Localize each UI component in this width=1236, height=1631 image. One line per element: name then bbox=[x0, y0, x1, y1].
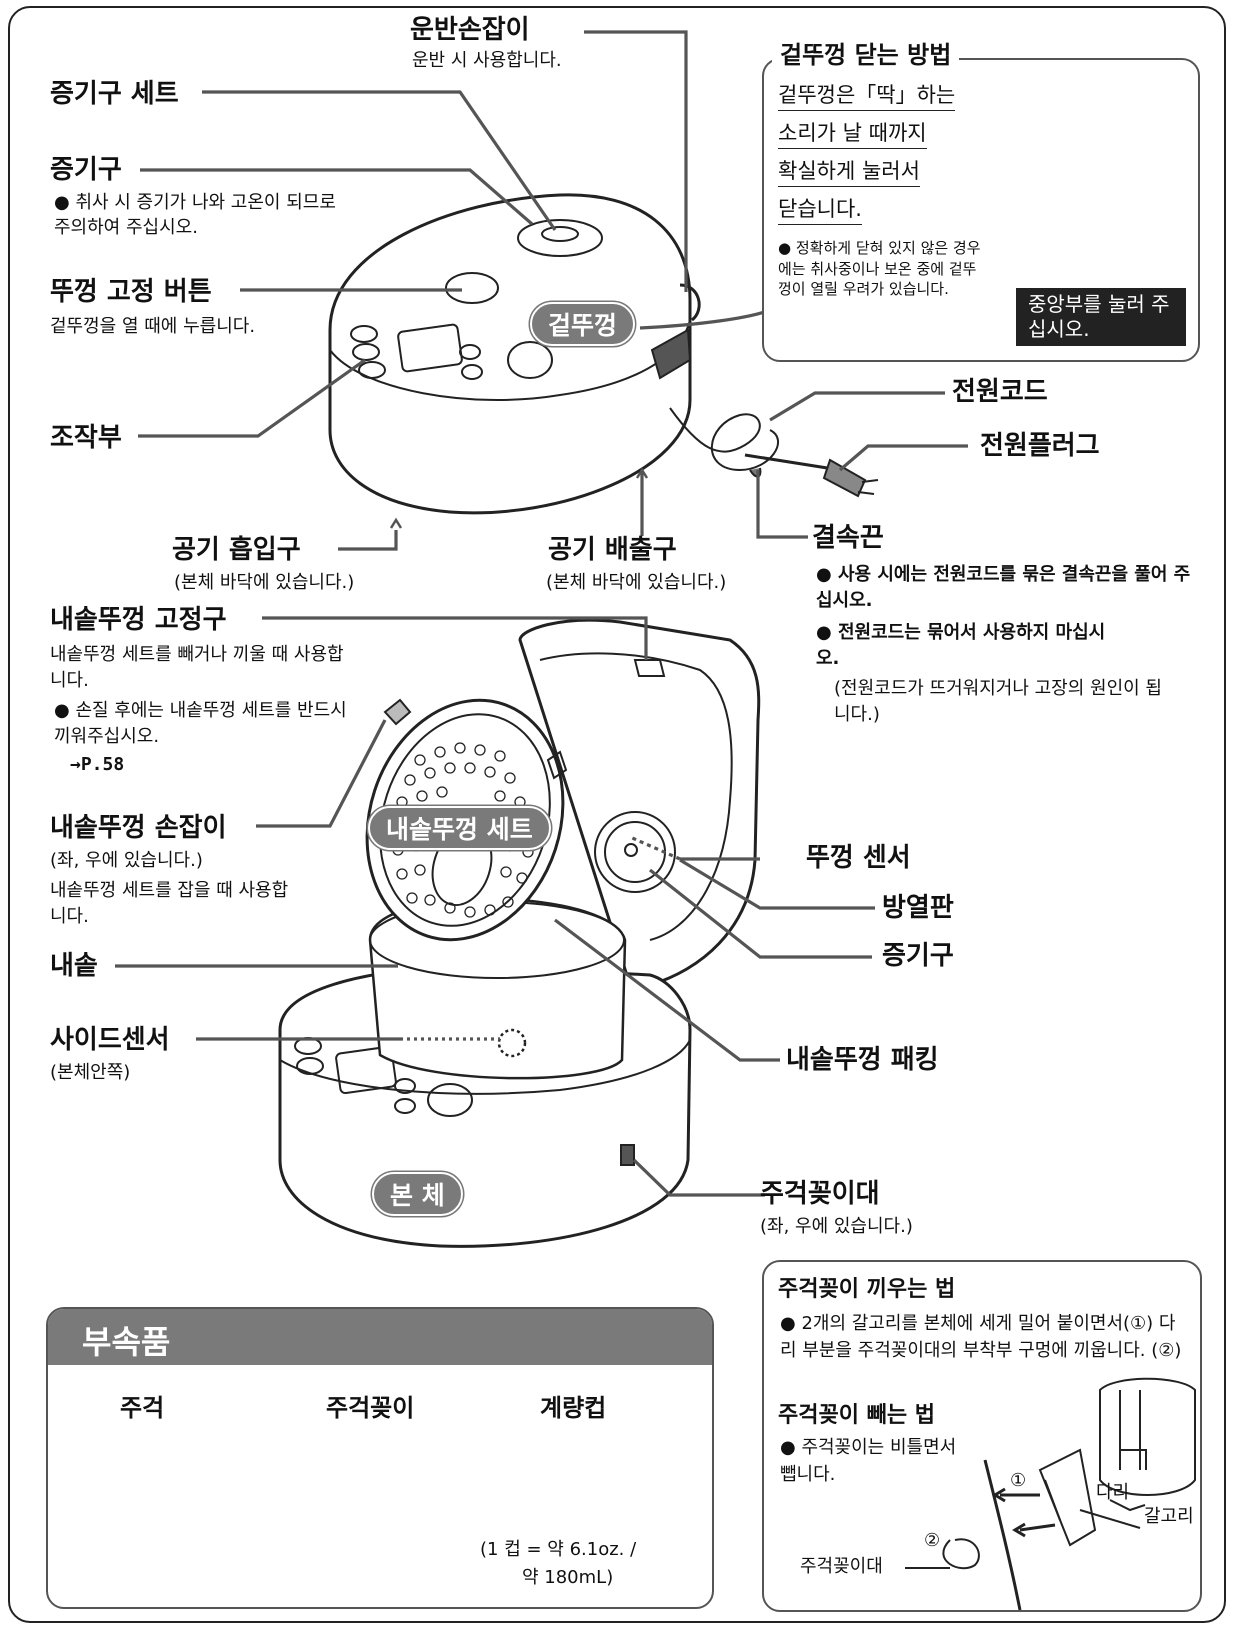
lid-release-desc: 겉뚜껑을 열 때에 누릅니다. bbox=[50, 316, 256, 337]
page-frame bbox=[8, 6, 1226, 1623]
tie-bullet-2: ● 전원코드는 묶어서 사용하지 마십시오. bbox=[816, 622, 1106, 670]
lid-sensor-title: 뚜껑 센서 bbox=[806, 843, 911, 873]
stand-label: 주걱꽂이대 bbox=[800, 1556, 883, 1577]
carry-handle-title: 운반손잡이 bbox=[410, 15, 530, 45]
open-cooker-illustration bbox=[278, 618, 761, 1248]
accessories-header: 부속품 bbox=[48, 1309, 712, 1365]
cup-note-2: 약 180mL) bbox=[522, 1567, 614, 1588]
press-center-note: 중앙부를 눌러 주십시오. bbox=[1016, 288, 1186, 346]
inner-pot-title: 내솥 bbox=[50, 951, 98, 981]
lid-release-title: 뚜껑 고정 버튼 bbox=[50, 277, 212, 307]
inner-lid-hook-ref: →P.58 bbox=[70, 754, 125, 775]
inner-lid-handle-desc1: (좌, 우에 있습니다.) bbox=[50, 850, 203, 871]
heat-plate-title: 방열판 bbox=[882, 893, 954, 923]
step-1-marker: ① bbox=[1010, 1470, 1027, 1491]
remove-bullet: ● 주걱꽂이는 비틀면서 뺍니다. bbox=[780, 1437, 957, 1485]
steam-vent-bullet: ● 취사 시 증기가 나와 고온이 되므로 주의하여 주십시오. bbox=[54, 192, 336, 239]
side-sensor-desc: (본체안쪽) bbox=[50, 1062, 131, 1083]
steam-vent-title: 증기구 bbox=[50, 155, 122, 185]
tie-note: (전원코드가 뜨거워지거나 고장의 원인이 됩니다.) bbox=[834, 678, 1162, 726]
close-lid-line-2: 소리가 날 때까지 bbox=[778, 120, 927, 150]
leg-label: 다리 bbox=[1096, 1482, 1130, 1503]
steam-vent-2-title: 증기구 bbox=[882, 941, 954, 971]
accessory-cup: 계량컵 bbox=[540, 1394, 607, 1422]
paddle-holder-stand-desc: (좌, 우에 있습니다.) bbox=[760, 1216, 913, 1237]
outer-lid-pill: 겉뚜껑 bbox=[530, 302, 636, 346]
close-lid-box: 겉뚜껑 닫는 방법 겉뚜껑은「딱」하는 소리가 날 때까지 확실하게 눌러서 닫… bbox=[762, 40, 1200, 362]
inner-lid-handle-title: 내솥뚜껑 손잡이 bbox=[50, 813, 227, 843]
air-exhaust-desc: (본체 바닥에 있습니다.) bbox=[546, 572, 727, 593]
accessories-panel: 부속품 주걱 주걱꽂이 계량컵 (1 컵 = 약 6.1oz. / 약 180m… bbox=[46, 1307, 714, 1609]
tie-title: 결속끈 bbox=[812, 523, 884, 553]
close-lid-line-3: 확실하게 눌러서 bbox=[778, 158, 920, 188]
inner-lid-set-pill: 내솥뚜껑 세트 bbox=[368, 806, 551, 850]
accessories-title: 부속품 bbox=[82, 1323, 171, 1361]
steam-vent-set-title: 증기구 세트 bbox=[50, 79, 179, 109]
accessory-paddle-holder: 주걱꽂이 bbox=[326, 1394, 415, 1422]
air-exhaust-title: 공기 배출구 bbox=[548, 535, 677, 565]
insert-bullet: ● 2개의 갈고리를 본체에 세게 밀어 붙이면서(①) 다리 부분을 주걱꽂이… bbox=[780, 1313, 1182, 1361]
carry-handle-desc: 운반 시 사용합니다. bbox=[412, 50, 562, 71]
main-body-pill: 본 체 bbox=[372, 1172, 463, 1216]
holder-install-illustration bbox=[905, 1377, 1196, 1611]
insert-title: 주걱꽂이 끼우는 법 bbox=[778, 1277, 956, 1302]
holder-install-box: 주걱꽂이 끼우는 법 ● 2개의 갈고리를 본체에 세게 밀어 붙이면서(①) … bbox=[762, 1260, 1202, 1612]
inner-lid-handle-desc2: 내솥뚜껑 세트를 잡을 때 사용합니다. bbox=[50, 880, 289, 928]
close-lid-line-1: 겉뚜껑은「딱」하는 bbox=[778, 82, 956, 112]
air-intake-title: 공기 흡입구 bbox=[172, 535, 301, 565]
paddle-holder-stand-title: 주걱꽂이대 bbox=[760, 1179, 880, 1209]
inner-lid-hook-bullet: ● 손질 후에는 내솥뚜껑 세트를 반드시 끼워주십시오. bbox=[54, 700, 347, 748]
side-sensor-title: 사이드센서 bbox=[50, 1025, 170, 1055]
closed-cooker-illustration bbox=[328, 193, 879, 515]
inner-lid-hook-desc: 내솥뚜껑 세트를 빼거나 끼울 때 사용합니다. bbox=[50, 644, 344, 692]
close-lid-title: 겉뚜껑 닫는 방법 bbox=[772, 40, 960, 70]
step-2-marker: ② bbox=[924, 1530, 941, 1551]
power-plug-title: 전원플러그 bbox=[980, 431, 1100, 461]
air-intake-desc: (본체 바닥에 있습니다.) bbox=[174, 572, 355, 593]
accessory-paddle: 주걱 bbox=[120, 1394, 165, 1422]
inner-lid-packing-title: 내솥뚜껑 패킹 bbox=[786, 1045, 939, 1075]
tie-bullet-1: ● 사용 시에는 전원코드를 묶은 결속끈을 풀어 주십시오. bbox=[816, 564, 1191, 612]
inner-lid-hook-title: 내솥뚜껑 고정구 bbox=[50, 605, 227, 635]
control-panel-title: 조작부 bbox=[50, 423, 122, 453]
close-lid-line-4: 닫습니다. bbox=[778, 196, 862, 226]
power-cord-title: 전원코드 bbox=[952, 377, 1048, 407]
cup-note-1: (1 컵 = 약 6.1oz. / bbox=[480, 1539, 637, 1560]
hook-label: 갈고리 bbox=[1144, 1506, 1194, 1527]
remove-title: 주걱꽂이 빼는 법 bbox=[778, 1403, 935, 1428]
close-lid-bullet: ● 정확하게 닫혀 있지 않은 경우에는 취사중이나 보온 중에 겉뚜껑이 열릴… bbox=[778, 239, 981, 299]
